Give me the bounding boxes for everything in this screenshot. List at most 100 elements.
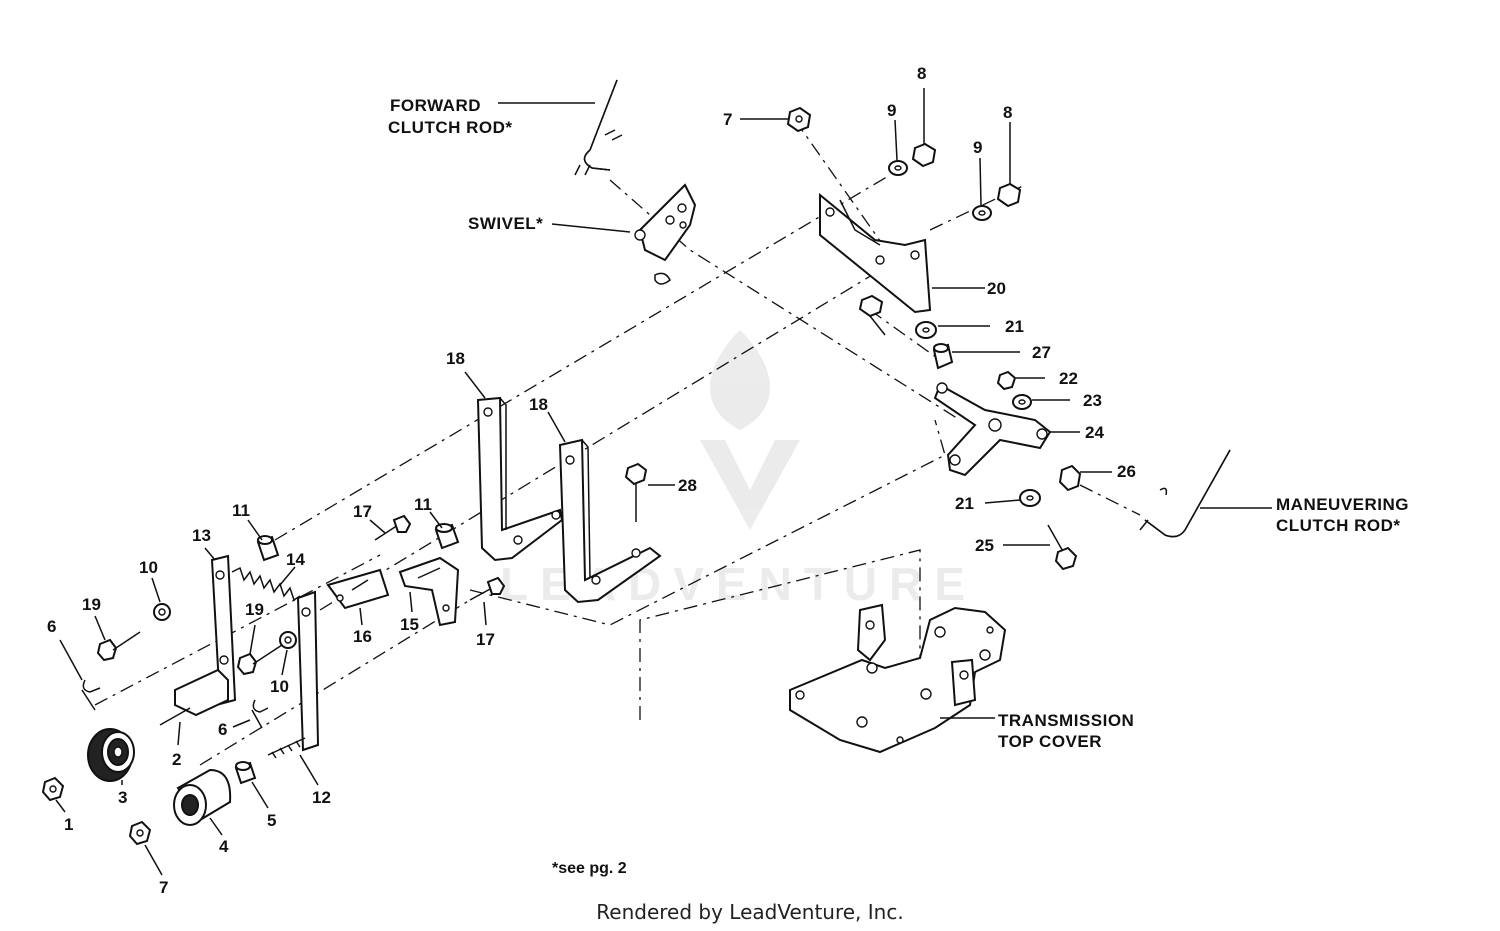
part-number-10-mid: 10	[270, 677, 289, 696]
leader-18-right	[547, 411, 566, 443]
idler-pulley-4	[173, 768, 232, 826]
bolt-under-bracket	[858, 294, 886, 336]
bracket-16	[326, 568, 390, 610]
part-number-2: 2	[172, 750, 181, 769]
swivel-label: SWIVEL*	[468, 214, 543, 233]
bushing-5	[234, 761, 257, 785]
part-number-3: 3	[118, 788, 127, 807]
transmission-top-cover-label-line1: TRANSMISSION	[998, 711, 1134, 730]
part-number-18-right: 18	[529, 395, 548, 414]
plate-13	[210, 554, 237, 706]
part-number-6-left: 6	[47, 617, 56, 636]
part-number-17-bottom: 17	[476, 630, 495, 649]
maneuvering-clutch-rod-label-line2: CLUTCH ROD*	[1276, 516, 1401, 535]
bracket-15	[398, 556, 460, 627]
swivel	[634, 183, 697, 285]
support-bracket-18-left	[476, 396, 564, 562]
part-number-17-top: 17	[353, 502, 372, 521]
part-number-22: 22	[1059, 369, 1078, 388]
transmission-top-cover	[789, 603, 1007, 754]
part-number-5: 5	[267, 811, 276, 830]
nut-26	[1058, 464, 1082, 492]
leader-4	[209, 817, 223, 836]
bolt-25	[1047, 524, 1078, 571]
hex-nut-7-bottom	[128, 820, 152, 846]
leader-2	[177, 721, 181, 746]
hair-pin-6-right	[251, 699, 269, 729]
leadventure-logo-icon	[700, 330, 800, 530]
part-number-6-right: 6	[218, 720, 227, 739]
washer-9-left	[888, 160, 908, 176]
part-number-11-left: 11	[232, 501, 250, 520]
part-number-25: 25	[975, 536, 994, 555]
part-number-28: 28	[678, 476, 697, 495]
nut-1	[41, 776, 65, 802]
hair-pin-6-left	[81, 679, 101, 711]
footnote: *see pg. 2	[552, 860, 627, 877]
part-number-10-top: 10	[139, 558, 158, 577]
leader-10-mid	[281, 649, 288, 676]
part-number-23: 23	[1083, 391, 1102, 410]
part-number-9-left: 9	[887, 101, 896, 120]
part-number-12: 12	[312, 788, 331, 807]
leader-21-bottom	[984, 499, 1021, 504]
part-number-19-top: 19	[82, 595, 101, 614]
part-number-7-bottom: 7	[159, 878, 168, 897]
part-number-8-left: 8	[917, 64, 926, 83]
leader-11-right	[429, 511, 443, 529]
part-number-9-right: 9	[973, 138, 982, 157]
part-number-21-top: 21	[1005, 317, 1024, 336]
assembly-centerlines	[94, 119, 1141, 766]
part-number-8-right: 8	[1003, 103, 1012, 122]
leader-17-bottom	[483, 601, 487, 626]
leader-16	[359, 607, 363, 626]
part-number-26: 26	[1117, 462, 1136, 481]
bracket-part-20	[819, 192, 932, 314]
forward-clutch-rod-label-line1: FORWARD	[390, 96, 481, 115]
support-bracket-18-right	[558, 438, 662, 604]
maneuvering-clutch-rod-label-line1: MANEUVERING	[1276, 495, 1409, 514]
leader-12	[299, 754, 319, 786]
leader-17-top	[369, 519, 386, 534]
washer-10-mid	[279, 631, 297, 649]
washer-23	[1012, 394, 1032, 410]
maneuvering-clutch-rod	[1139, 449, 1231, 538]
hex-nut-8-right	[996, 182, 1022, 208]
leader-14	[279, 566, 296, 586]
leader-5	[251, 781, 269, 809]
bolt-17-bottom	[469, 576, 506, 601]
part-number-14: 14	[286, 550, 305, 569]
nut-22	[996, 370, 1017, 391]
leader-10-top	[151, 577, 161, 603]
leader-19-top	[94, 615, 106, 641]
leader-11-left	[247, 519, 263, 541]
forward-clutch-rod-label-line2: CLUTCH ROD*	[388, 118, 513, 137]
hex-nut-8-left	[911, 142, 937, 168]
bolt-19-top	[96, 631, 141, 662]
leader-9-right	[979, 157, 982, 206]
spring-14	[231, 566, 301, 602]
stud-12	[267, 737, 306, 759]
bracket-2	[159, 668, 229, 726]
washer-10-top	[153, 603, 171, 621]
bolt-28	[624, 462, 648, 522]
spacer-11-left	[256, 535, 280, 562]
forward-clutch-rod	[574, 79, 623, 176]
part-number-1: 1	[64, 815, 73, 834]
washer-21-top	[915, 321, 937, 339]
part-number-11-right: 11	[414, 495, 432, 514]
part-number-16: 16	[353, 627, 372, 646]
transmission-top-cover-label-line2: TOP COVER	[998, 732, 1102, 751]
part-number-27: 27	[1032, 343, 1051, 362]
leader-19-mid	[249, 624, 256, 655]
bolt-19-mid	[236, 644, 283, 676]
part-number-13: 13	[192, 526, 211, 545]
washer-21-bottom	[1019, 489, 1041, 507]
part-number-20: 20	[987, 279, 1006, 298]
part-number-21-bottom: 21	[955, 494, 974, 513]
plate-12	[296, 590, 320, 752]
part-number-7-top: 7	[723, 110, 732, 129]
swivel-leader	[551, 223, 631, 233]
spacer-11-right	[434, 523, 460, 550]
part-number-19-mid: 19	[245, 600, 264, 619]
